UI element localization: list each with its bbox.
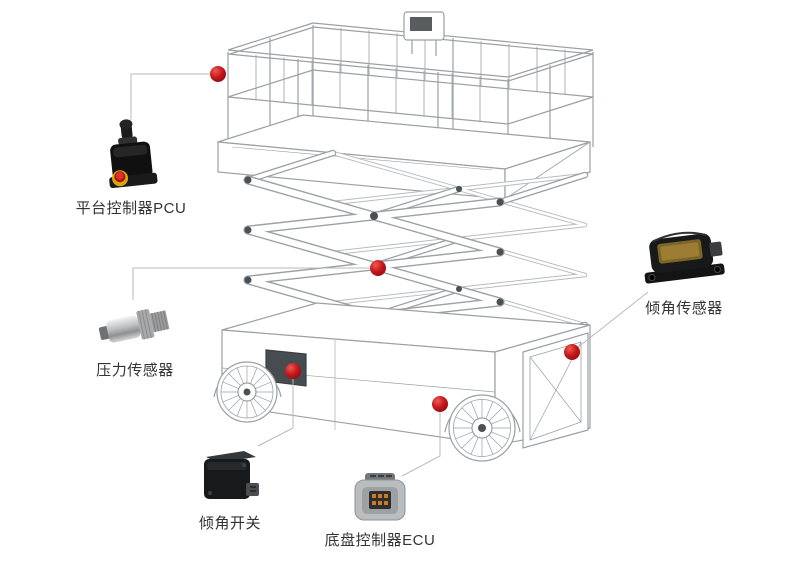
callout-tilt-sensor: 倾角传感器 <box>634 226 734 318</box>
label-tilt-switch: 倾角开关 <box>198 515 261 532</box>
tilt-sensor-icon <box>644 231 725 284</box>
callout-lines <box>130 73 649 477</box>
dot-platform-pcu <box>210 66 226 82</box>
leader-tilt-sensor <box>571 291 649 353</box>
callout-pressure-sensor: 压力传感器 <box>85 300 185 380</box>
label-platform-pcu: 平台控制器PCU <box>75 200 187 217</box>
leader-platform-pcu <box>130 73 218 120</box>
callout-tilt-switch: 倾角开关 <box>180 443 280 533</box>
callout-chassis-ecu: 底盘控制器ECU <box>320 472 440 550</box>
callout-platform-pcu: 平台控制器PCU <box>76 118 186 218</box>
rail-control-box <box>403 11 445 56</box>
dot-tilt-switch <box>285 363 301 379</box>
chassis-hatch <box>522 332 589 449</box>
label-tilt-sensor: 倾角传感器 <box>645 300 723 317</box>
pressure-sensor-icon <box>98 309 170 343</box>
leader-tilt-switch <box>257 371 294 447</box>
joystick-controller-icon <box>109 119 158 189</box>
leader-pressure-sensor <box>132 267 378 300</box>
ecu-module-icon <box>354 473 406 521</box>
dot-pressure-sensor <box>370 260 386 276</box>
leader-chassis-ecu <box>401 404 441 477</box>
callout-dots <box>210 66 580 412</box>
platform-deck <box>217 114 591 200</box>
dot-chassis-ecu <box>432 396 448 412</box>
label-chassis-ecu: 底盘控制器ECU <box>324 532 436 549</box>
right-wheel <box>448 394 516 462</box>
left-wheel <box>216 361 278 423</box>
dot-tilt-sensor <box>564 344 580 360</box>
tilt-switch-icon <box>204 451 259 499</box>
label-pressure-sensor: 压力传感器 <box>96 362 174 379</box>
